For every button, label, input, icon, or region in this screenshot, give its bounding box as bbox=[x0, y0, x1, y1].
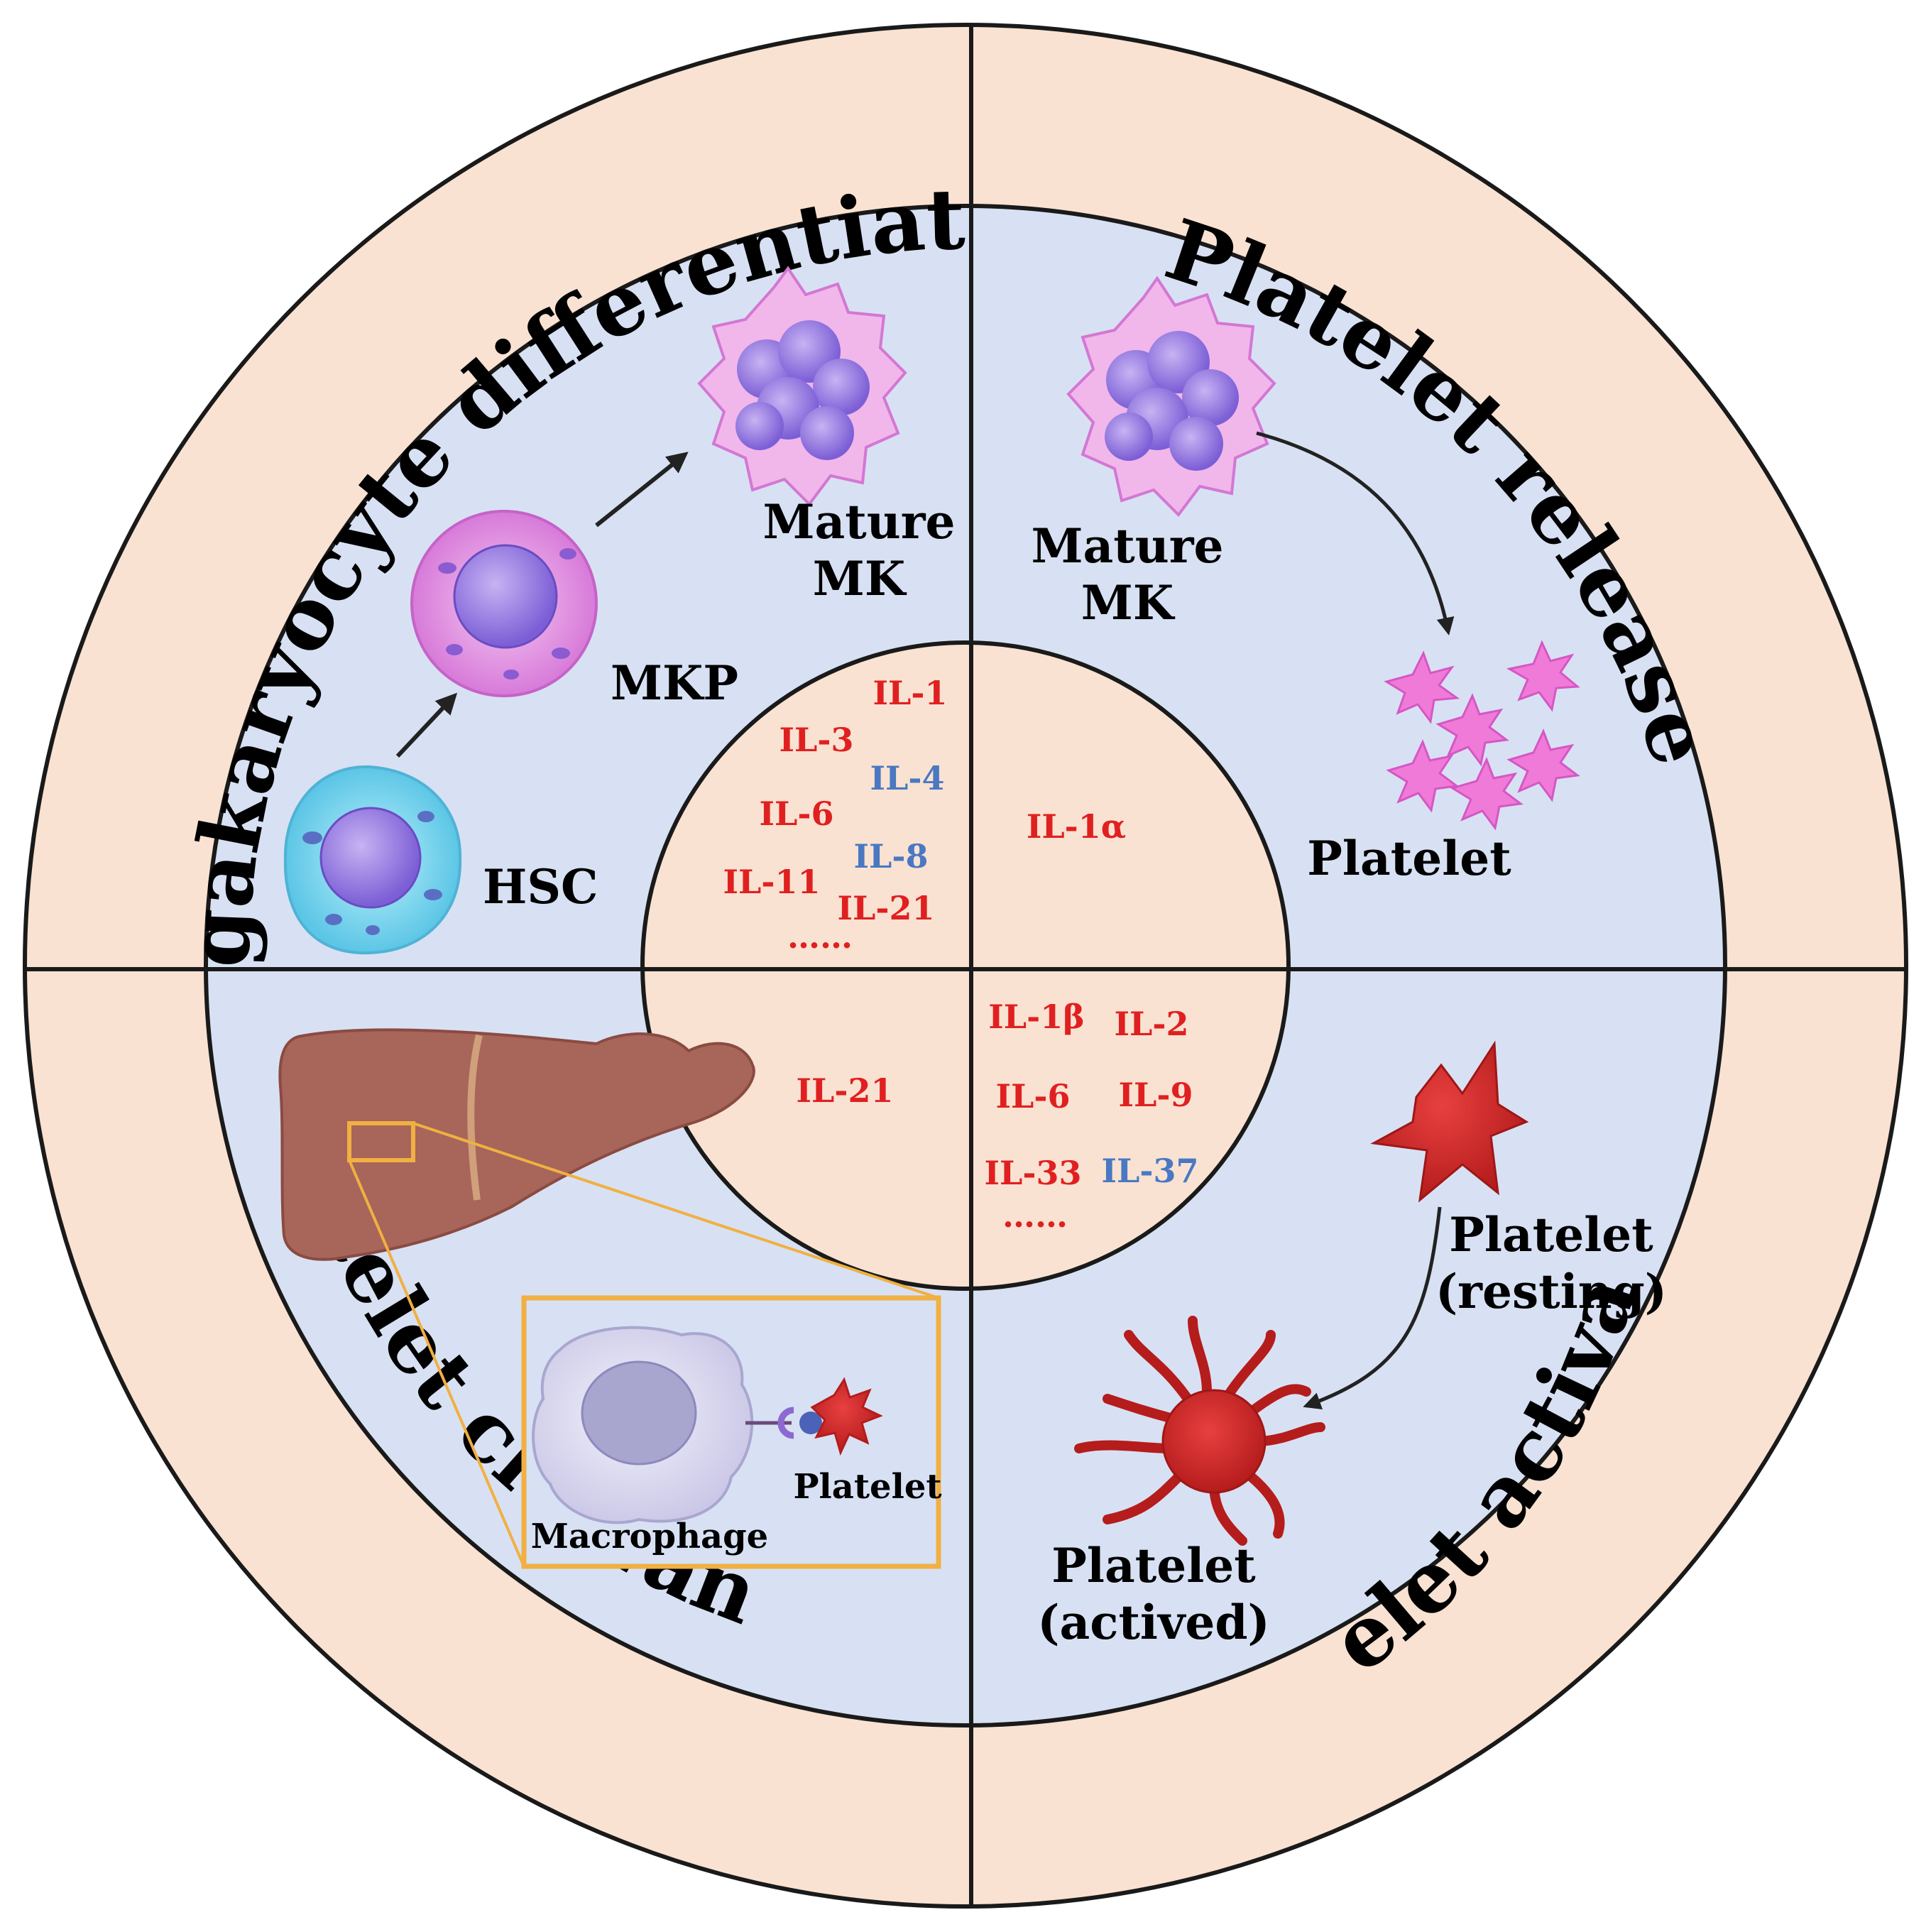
il-item-tl-7: IL-21 bbox=[838, 889, 935, 927]
mature-mk-icon-release bbox=[1066, 275, 1276, 518]
il-item-tr-1: IL-1α bbox=[1027, 807, 1126, 846]
label-mkp: MKP bbox=[611, 655, 738, 711]
mkp-cell-icon bbox=[410, 510, 598, 697]
il-item-tl-5: IL-8 bbox=[854, 837, 929, 875]
il-item-br-2: IL-2 bbox=[1115, 1005, 1189, 1043]
hsc-cell-icon bbox=[283, 765, 462, 955]
il-item-tl-3: IL-4 bbox=[870, 759, 945, 797]
label-mature-mk-line2-left: MK bbox=[813, 551, 907, 606]
arrow-hsc-to-mkp bbox=[395, 692, 458, 758]
receptor-icon bbox=[777, 1407, 794, 1439]
il-item-br-3: IL-6 bbox=[996, 1077, 1071, 1115]
label-mature-mk-line1-left: Mature bbox=[762, 494, 955, 550]
label-macrophage: Macrophage bbox=[531, 1517, 768, 1556]
label-mature-mk-line1-right: Mature bbox=[1031, 518, 1223, 574]
arrow-mk-to-platelets bbox=[1256, 431, 1455, 635]
zoom-line-right bbox=[412, 1122, 939, 1299]
platelet-cluster-icon bbox=[1384, 640, 1580, 831]
label-platelet-release: Platelet bbox=[1307, 831, 1511, 886]
label-hsc: HSC bbox=[483, 859, 598, 915]
il-item-tl-2: IL-3 bbox=[779, 721, 854, 759]
macrophage-icon bbox=[532, 1326, 754, 1524]
ligand-icon bbox=[799, 1412, 822, 1434]
il-item-tl-1: IL-1 bbox=[873, 674, 948, 712]
zoom-line-left bbox=[348, 1159, 525, 1567]
center-circle bbox=[640, 640, 1291, 1291]
il-item-tl-4: IL-6 bbox=[760, 795, 834, 833]
il-item-br-5: IL-33 bbox=[985, 1154, 1082, 1192]
il-item-bl-1: IL-21 bbox=[797, 1071, 894, 1110]
label-mature-mk-line2-right: MK bbox=[1081, 575, 1176, 631]
il-item-tl-6: IL-11 bbox=[723, 863, 821, 901]
il-item-br-7: …… bbox=[1002, 1196, 1068, 1235]
label-activated-line2: (actived) bbox=[1037, 1595, 1269, 1650]
il-item-br-6: IL-37 bbox=[1102, 1152, 1199, 1190]
il-item-tl-8: …… bbox=[787, 917, 853, 956]
mature-mk-icon bbox=[697, 266, 907, 507]
platelet-icon bbox=[810, 1377, 883, 1456]
arrow-mkp-to-mature-mk bbox=[595, 452, 689, 528]
il-item-br-1: IL-1β bbox=[988, 998, 1085, 1036]
arrow-resting-to-activated bbox=[1303, 1206, 1442, 1410]
activated-platelet-icon bbox=[1074, 1316, 1325, 1546]
il-item-br-4: IL-9 bbox=[1119, 1076, 1193, 1114]
label-activated-line1: Platelet bbox=[1051, 1538, 1256, 1593]
label-resting-line1: Platelet bbox=[1449, 1207, 1653, 1262]
resting-platelet-icon bbox=[1370, 1040, 1529, 1203]
liver-icon bbox=[278, 1028, 755, 1261]
label-resting-line2: (resting) bbox=[1435, 1264, 1667, 1319]
liver-zoom-marker bbox=[347, 1121, 415, 1162]
label-platelet-clearance: Platelet bbox=[793, 1467, 941, 1507]
